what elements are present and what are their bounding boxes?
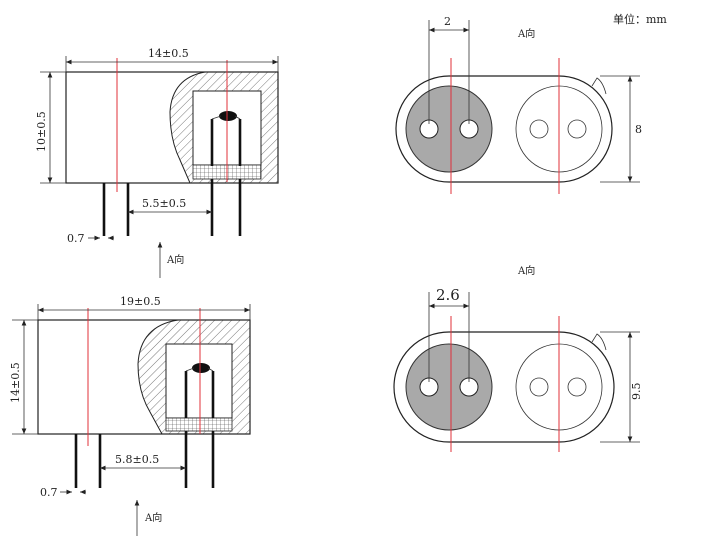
view-direction-label: A向 [144,511,162,524]
width-dimension: 14±0.5 [148,47,189,60]
end-view-bottom: A向 2.6 9.5 [393,264,643,452]
hole-spacing-dimension: 2.6 [436,286,460,304]
pin-width-dimension: 0.7 [67,232,85,245]
view-direction-label: A向 [166,253,184,266]
unit-label: 单位：mm [613,12,667,26]
side-view-top: 14±0.5 10±0.5 5.5±0.5 0.7 A向 [35,47,279,278]
pin-hole [529,119,549,139]
view-label: A向 [517,27,535,40]
end-view-top: 2 A向 8 [395,15,642,194]
pin-width-dimension: 0.7 [40,486,58,499]
side-view-bottom: 19±0.5 14±0.5 5.8±0.5 0.7 A向 [9,295,251,536]
hole-spacing-dimension: 2 [444,15,451,28]
pin-hole [529,377,549,397]
height-dimension: 10±0.5 [35,111,48,152]
mesh-band [165,417,233,432]
shaded-pin-disc [405,85,493,173]
sensor-bead [192,363,210,373]
pin-hole [567,119,587,139]
height-dimension: 14±0.5 [9,362,22,403]
shaded-pin-disc [405,343,493,431]
pin-hole [567,377,587,397]
height-dimension: 9.5 [630,383,643,401]
height-dimension: 8 [635,123,642,136]
width-dimension: 19±0.5 [120,295,161,308]
pin-spacing-dimension: 5.5±0.5 [142,197,186,210]
sensor-bead [219,111,237,121]
view-label: A向 [517,264,535,277]
inner-cavity [165,343,233,419]
pin-spacing-dimension: 5.8±0.5 [115,453,159,466]
